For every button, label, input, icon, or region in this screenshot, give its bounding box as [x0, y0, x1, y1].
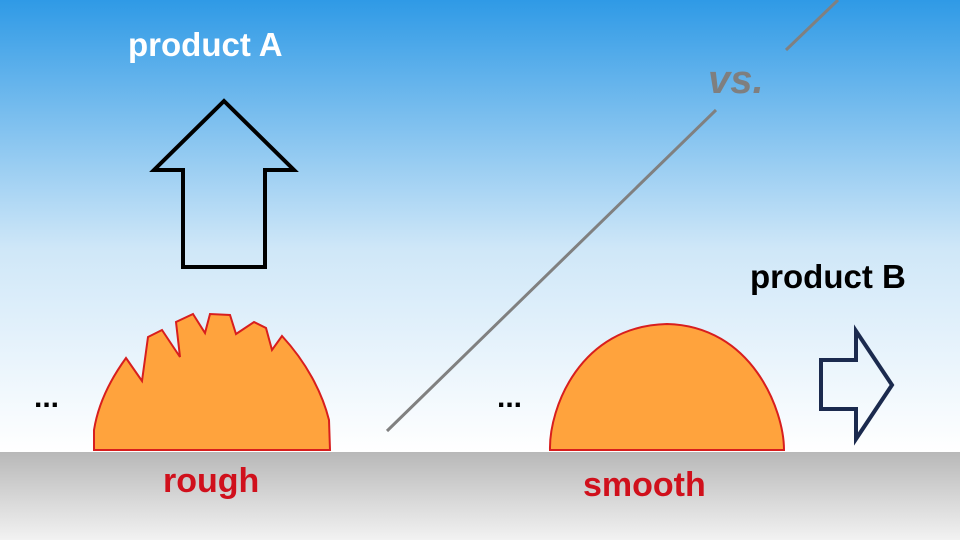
product-b-label: product B: [750, 258, 906, 295]
divider-line-lower: [385, 108, 718, 433]
smooth-surface-label: smooth: [583, 466, 706, 504]
substrate-surface: [0, 452, 960, 540]
product-a-label: product A: [128, 26, 283, 63]
hollow-up-arrow-icon: [149, 98, 299, 269]
divider-line-upper: [784, 0, 840, 52]
rough-particle: [93, 312, 332, 451]
hollow-right-arrow-icon: [819, 324, 895, 446]
ellipsis-right: ...: [497, 381, 523, 414]
smooth-particle: [548, 322, 786, 451]
ellipsis-left: ...: [34, 381, 60, 414]
rough-surface-label: rough: [163, 462, 260, 500]
versus-label: vs.: [708, 58, 764, 102]
